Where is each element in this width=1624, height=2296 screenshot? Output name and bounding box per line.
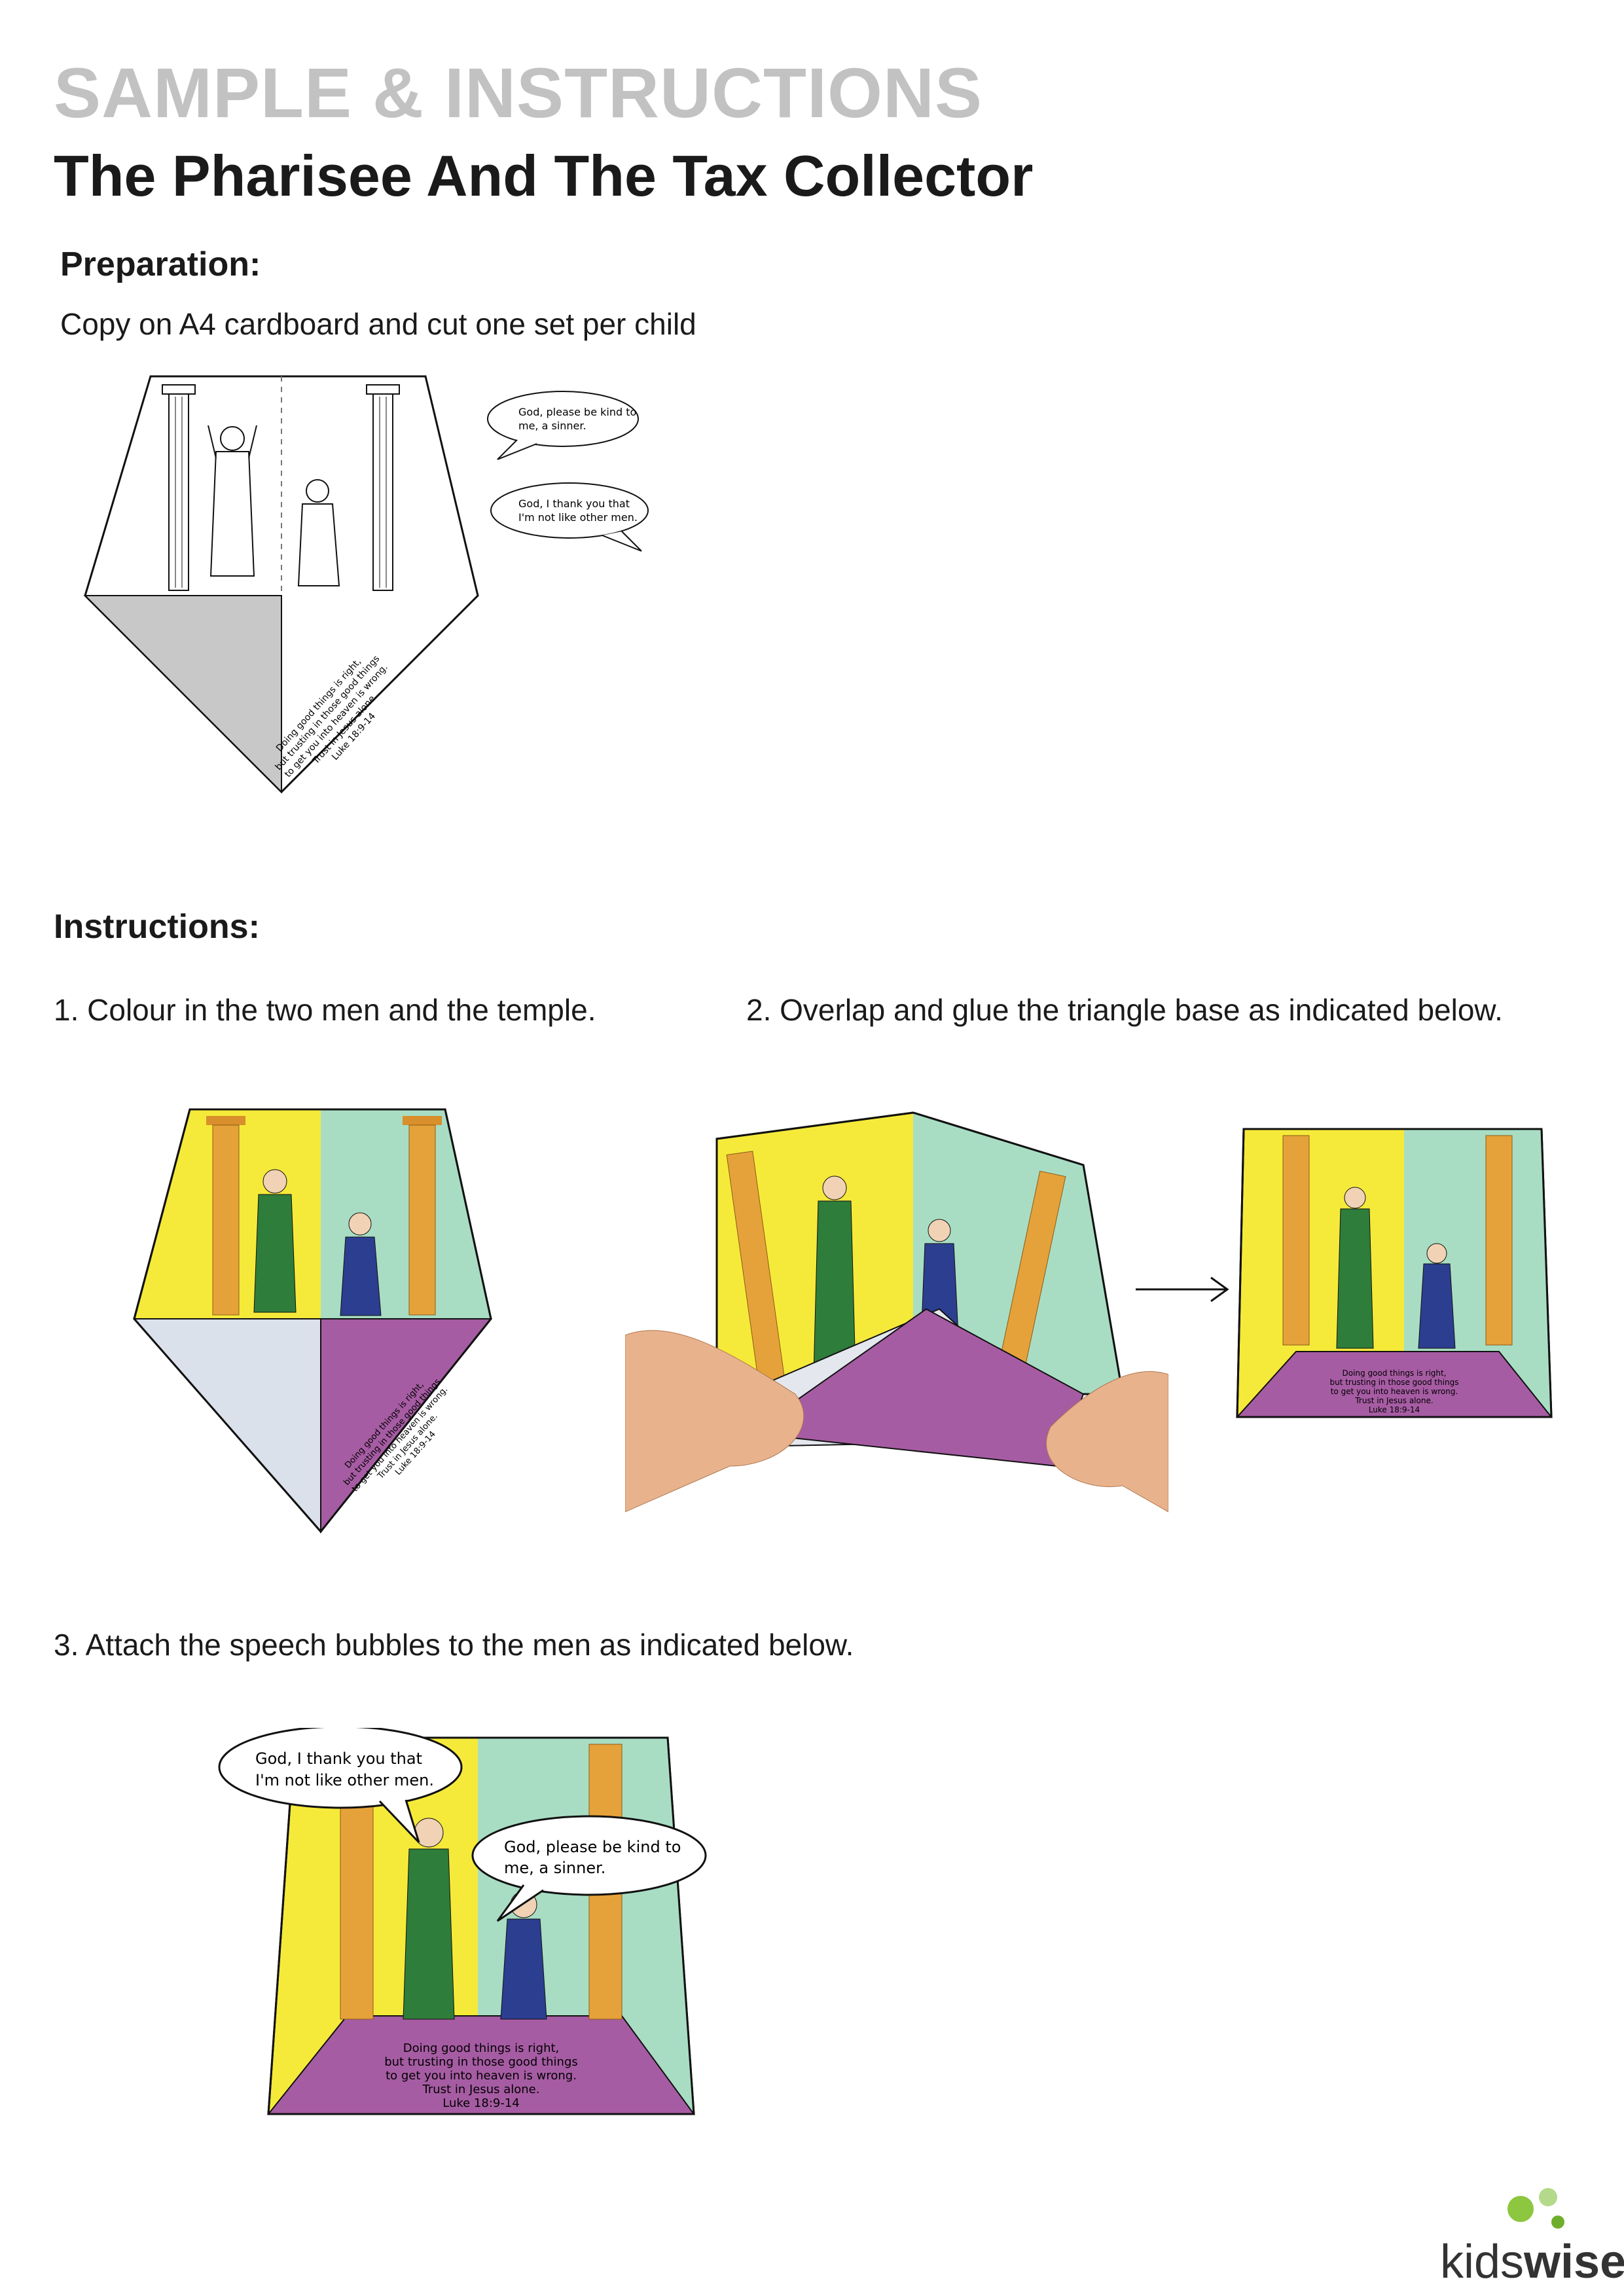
- svg-text:God, please be kind to: God, please be kind to: [504, 1838, 681, 1856]
- folded-result: Doing good things is right, but trusting…: [1235, 1128, 1553, 1418]
- svg-text:God, I thank you that: God, I thank you that: [255, 1749, 422, 1768]
- arrow-right-icon: [1136, 1276, 1229, 1302]
- svg-text:Luke 18:9-14: Luke 18:9-14: [1369, 1405, 1420, 1414]
- tax-collector-speech-bubble: God, please be kind to me, a sinner.: [471, 1815, 707, 1922]
- tax-collector-figure: [297, 479, 340, 586]
- bubble-text-2a: God, I thank you that: [518, 497, 630, 510]
- tax-collector-figure: [340, 1212, 382, 1316]
- instruction-step-3: 3. Attach the speech bubbles to the men …: [54, 1628, 854, 1662]
- svg-text:Trust in Jesus alone.: Trust in Jesus alone.: [1354, 1396, 1433, 1405]
- kidswise-logo: kidswise: [1440, 2236, 1624, 2288]
- page-title: The Pharisee And The Tax Collector: [54, 143, 1034, 208]
- svg-text:Trust in Jesus alone.: Trust in Jesus alone.: [422, 2083, 540, 2096]
- pharisee-figure: [208, 425, 257, 577]
- svg-text:I'm not like other men.: I'm not like other men.: [255, 1771, 434, 1789]
- svg-text:me, a sinner.: me, a sinner.: [504, 1859, 605, 1877]
- svg-text:Doing good things is right,: Doing good things is right,: [403, 2041, 560, 2055]
- instruction-step-2: 2. Overlap and glue the triangle base as…: [746, 993, 1503, 1027]
- page-kicker: SAMPLE & INSTRUCTIONS: [54, 53, 983, 132]
- bubble-text-1b: me, a sinner.: [518, 420, 586, 432]
- svg-text:but trusting in those good thi: but trusting in those good things: [1329, 1378, 1458, 1387]
- preparation-heading: Preparation:: [60, 245, 261, 283]
- pharisee-figure: [253, 1169, 297, 1313]
- svg-text:Doing good things is right,: Doing good things is right,: [1342, 1369, 1446, 1378]
- svg-text:to get you into heaven is wron: to get you into heaven is wrong.: [386, 2069, 577, 2083]
- verse-text-result: Doing good things is right, but trusting…: [1329, 1369, 1458, 1414]
- kidswise-logo-dots: [1507, 2188, 1564, 2229]
- folding-photo: [625, 1111, 1168, 1513]
- bubble-text-1a: God, please be kind to: [518, 406, 636, 418]
- svg-text:but trusting in those good thi: but trusting in those good things: [384, 2055, 578, 2069]
- svg-text:Luke 18:9-14: Luke 18:9-14: [442, 2096, 520, 2110]
- verse-text-final: Doing good things is right, but trusting…: [384, 2041, 578, 2110]
- template-outline: Doing good things is right, but trusting…: [83, 375, 479, 794]
- bubble-text-2b: I'm not like other men.: [518, 511, 638, 524]
- final-assembly: God, I thank you that I'm not like other…: [218, 1728, 707, 2115]
- svg-text:to get you into heaven is wron: to get you into heaven is wrong.: [1331, 1387, 1458, 1396]
- instructions-heading: Instructions:: [54, 908, 260, 946]
- coloured-template: Doing good things is right, but trusting…: [132, 1108, 493, 1534]
- template-speech-bubbles: God, please be kind to me, a sinner. God…: [487, 391, 649, 552]
- preparation-text: Copy on A4 cardboard and cut one set per…: [60, 307, 696, 341]
- instruction-step-1: 1. Colour in the two men and the temple.: [54, 993, 596, 1027]
- pharisee-speech-bubble: God, I thank you that I'm not like other…: [218, 1728, 463, 1844]
